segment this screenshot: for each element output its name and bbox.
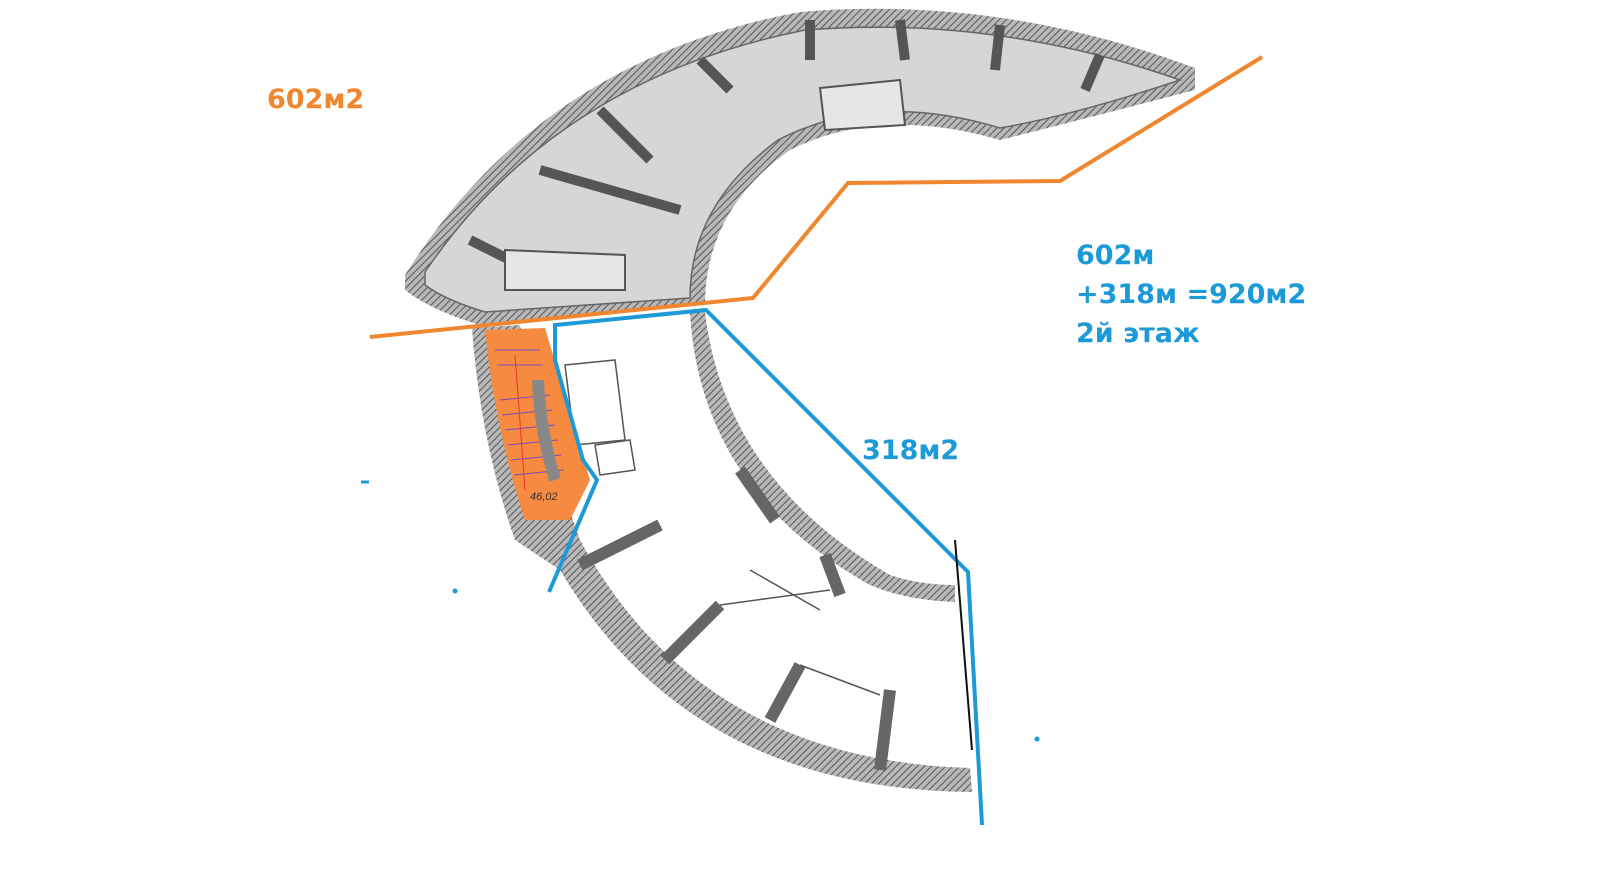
upper-wing bbox=[405, 8, 1195, 326]
lower-wing bbox=[472, 312, 972, 792]
summary-line-1: 602м bbox=[1076, 240, 1155, 271]
blue-boundary-line bbox=[547, 307, 984, 826]
upper-area-label: 602м2 bbox=[267, 84, 365, 115]
summary-line-3: 2й этаж bbox=[1076, 318, 1200, 349]
lower-area-label: 318м2 bbox=[862, 435, 960, 466]
orange-boundary-line bbox=[369, 55, 1264, 339]
summary-line-2: +318м =920м2 bbox=[1076, 279, 1307, 310]
stair-area-label: 46,02 bbox=[530, 491, 558, 503]
